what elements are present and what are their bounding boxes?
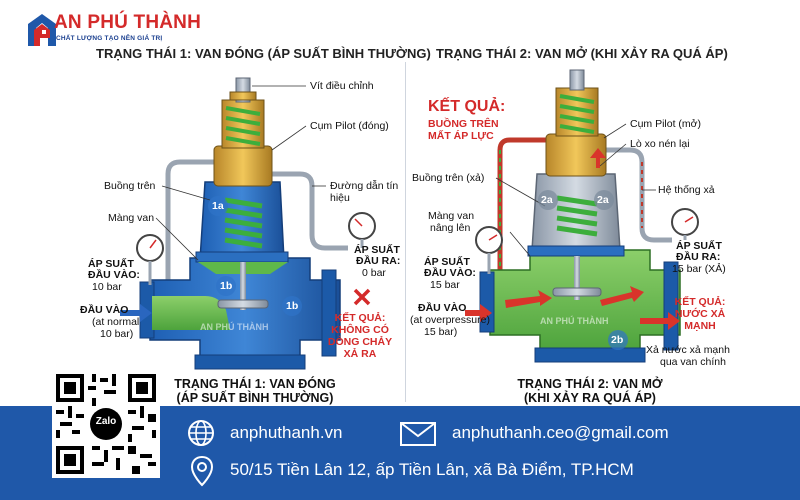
left-result-line-2: KHÔNG CÓ — [331, 324, 389, 336]
right-caption-line-1: TRẠNG THÁI 2: VAN MỞ — [517, 377, 663, 391]
pilot-closed-label: Cụm Pilot (đóng) — [310, 120, 389, 132]
discharge-label-2: qua van chính — [660, 356, 726, 368]
email-link[interactable]: anphuthanh.ceo@gmail.com — [452, 423, 669, 442]
left-result-line-4: XẢ RA — [343, 348, 377, 360]
brand-logo — [8, 8, 218, 50]
discharge-label-1: Xả nước xả mạnh — [646, 344, 730, 356]
right-outlet-pressure-label-2: ĐẦU RA: — [676, 251, 721, 263]
right-caption-line-2: (KHI XẢY RA QUÁ ÁP) — [524, 391, 656, 405]
spring-compressed-label: Lò xo nén lại — [630, 138, 690, 150]
website-link[interactable]: anphuthanh.vn — [230, 423, 343, 442]
right-result-bottom-line-1: KẾT QUẢ: — [674, 296, 726, 308]
valve-diagram-closed — [120, 69, 699, 370]
zone-2b-label: 2b — [611, 334, 624, 346]
zone-2a-right-label: 2a — [597, 194, 609, 206]
left-result-line-1: KẾT QUẢ: — [334, 312, 386, 324]
address-text: 50/15 Tiền Lân 12, ấp Tiền Lân, xã Bà Đi… — [230, 460, 634, 479]
left-caption: TRẠNG THÁI 1: VAN ĐÓNG (ÁP SUẤT BÌNH THƯ… — [170, 377, 340, 405]
right-outlet-pressure-label-1: ÁP SUẤT — [676, 240, 722, 252]
right-diaphragm-label-2: nâng lên — [430, 222, 471, 234]
inlet-pressure-value: 10 bar — [92, 281, 122, 293]
right-outlet-pressure-value: 15 bar (XẢ) — [672, 263, 726, 275]
right-inlet-pressure-label-2: ĐẦU VÀO: — [424, 267, 476, 279]
left-caption-line-1: TRẠNG THÁI 1: VAN ĐÓNG — [174, 377, 336, 391]
pilot-open-label: Cụm Pilot (mở) — [630, 118, 702, 130]
right-caption: TRẠNG THÁI 2: VAN MỞ (KHI XẢY RA QUÁ ÁP) — [508, 377, 672, 405]
qr-pattern-icon — [52, 370, 160, 478]
left-result: KẾT QUẢ: KHÔNG CÓ DÒNG CHẢY XẢ RA — [320, 312, 400, 360]
adjust-screw-label: Vít điều chỉnh — [310, 80, 374, 92]
inlet-label: ĐẦU VÀO — [80, 304, 129, 316]
inlet-sub-1: (at normal — [92, 316, 140, 328]
upper-chamber-label: Buồng trên — [104, 180, 156, 192]
zone-1b-left-label: 1b — [220, 280, 233, 292]
right-result-bottom: KẾT QUẢ: NƯỚC XẢ MẠNH — [660, 296, 740, 332]
left-result-line-3: DÒNG CHẢY — [327, 336, 393, 348]
logo-mark-icon — [28, 14, 56, 46]
inlet-sub-2: 10 bar) — [100, 328, 134, 340]
left-caption-line-2: (ÁP SUẤT BÌNH THƯỜNG) — [176, 391, 334, 405]
right-result-top-line-3: MẤT ÁP LỰC — [428, 130, 494, 142]
zone-1a-label: 1a — [212, 200, 224, 212]
right-inlet-label: ĐẦU VÀO — [418, 302, 467, 314]
right-inlet-pressure-label-1: ÁP SUẤT — [424, 256, 470, 268]
location-pin-icon — [190, 455, 214, 487]
right-result-top-line-1: KẾT QUẢ: — [428, 98, 506, 115]
inlet-pressure-label-2: ĐẦU VÀO: — [88, 269, 140, 281]
watermark-right: AN PHÚ THÀNH — [540, 316, 609, 326]
brand-name: AN PHÚ THÀNH — [54, 12, 202, 33]
inlet-pressure-label-1: ÁP SUẤT — [88, 258, 134, 270]
outlet-pressure-value: 0 bar — [362, 267, 386, 279]
right-inlet-sub-1: (at overpressure) — [410, 314, 490, 326]
right-panel-title: TRẠNG THÁI 2: VAN MỞ (KHI XẢY RA QUÁ ÁP) — [436, 46, 728, 61]
watermark-left: AN PHÚ THÀNH — [200, 322, 269, 332]
outlet-pressure-label-2: ĐẦU RA: — [356, 255, 401, 267]
right-result-top-line-2: BUỒNG TRÊN — [428, 118, 499, 130]
zone-1b-right-label: 1b — [286, 300, 299, 312]
zone-2a-left-label: 2a — [541, 194, 553, 206]
globe-icon — [188, 420, 214, 446]
pilot-line-label-1: Đường dẫn tín — [330, 180, 399, 192]
outlet-pressure-label-1: ÁP SUẤT — [354, 244, 400, 256]
right-result-bottom-line-3: MẠNH — [684, 320, 716, 332]
upper-chamber-drain-label: Buồng trên (xả) — [412, 172, 485, 184]
pilot-line-label-2: hiệu — [330, 192, 350, 204]
panel-divider — [405, 62, 406, 402]
right-result-bottom-line-2: NƯỚC XẢ — [674, 308, 726, 320]
right-diaphragm-label-1: Màng van — [428, 210, 475, 222]
diaphragm-label: Màng van — [108, 212, 155, 224]
mail-icon — [400, 422, 436, 446]
zalo-label: Zalo — [95, 416, 117, 427]
right-inlet-pressure-value: 15 bar — [430, 279, 460, 291]
right-inlet-sub-2: 15 bar) — [424, 326, 458, 338]
drain-system-label: Hệ thống xả — [658, 184, 715, 196]
zalo-qr-code[interactable]: Zalo — [52, 370, 160, 478]
brand-tagline: CHẤT LƯỢNG TẠO NÊN GIÁ TRỊ — [56, 35, 163, 42]
left-panel-title: TRẠNG THÁI 1: VAN ĐÓNG (ÁP SUẤT BÌNH THƯ… — [96, 46, 431, 61]
